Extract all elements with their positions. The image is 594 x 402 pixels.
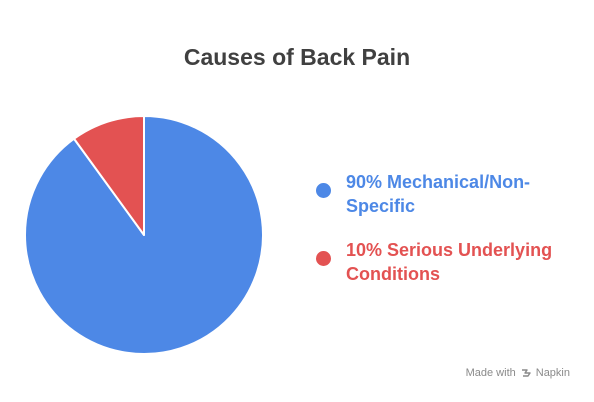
chart-title: Causes of Back Pain	[183, 44, 411, 70]
pie-slice-serious	[73, 115, 145, 236]
legend: 90% Mechanical/Non-Specific 10% Serious …	[316, 170, 586, 306]
legend-dot-serious	[316, 251, 331, 266]
pie-chart	[24, 115, 264, 355]
napkin-brand-label: Napkin	[535, 367, 570, 379]
legend-item-mechanical: 90% Mechanical/Non-Specific	[316, 170, 586, 218]
legend-item-serious: 10% Serious Underlying Conditions	[316, 238, 586, 286]
legend-label-mechanical: 90% Mechanical/Non-Specific	[346, 172, 531, 216]
made-with-napkin[interactable]: Made with Napkin	[466, 367, 570, 379]
made-with-label: Made with	[465, 367, 516, 379]
legend-dot-mechanical	[316, 183, 331, 198]
napkin-logo-icon	[521, 369, 531, 377]
legend-label-serious: 10% Serious Underlying Conditions	[346, 240, 553, 284]
